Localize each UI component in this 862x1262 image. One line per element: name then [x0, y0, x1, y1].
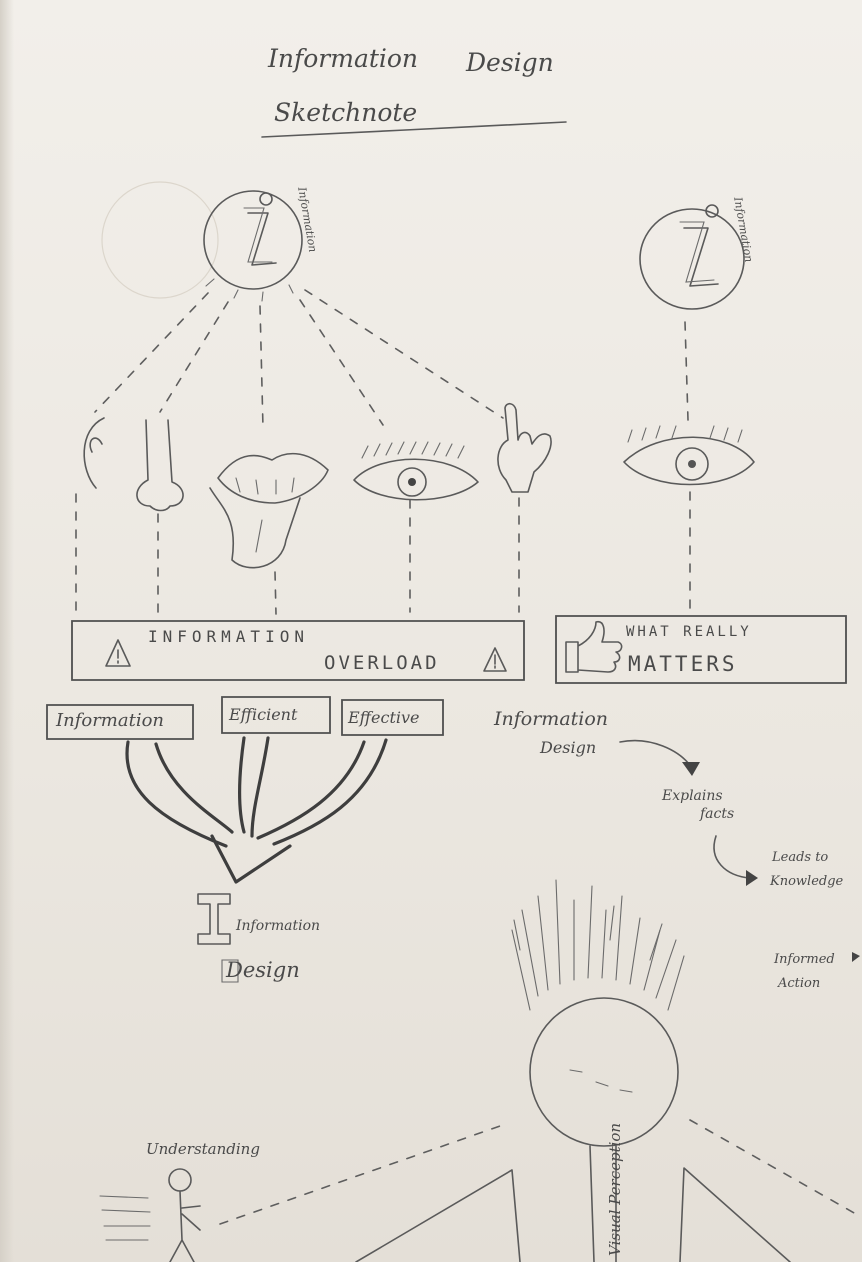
sense-connectors	[95, 290, 503, 428]
matters-word2: MATTERS	[628, 652, 738, 676]
erased-circle	[102, 182, 218, 298]
big-i-letter	[198, 894, 230, 944]
pillar-label-3: Effective	[348, 708, 420, 727]
bottom-perspective-lines	[220, 1120, 856, 1262]
flow-step3-b: Knowledge	[770, 874, 844, 889]
nose-icon	[137, 420, 183, 511]
right-eye-icon	[624, 426, 754, 485]
left-info-icon	[204, 191, 302, 289]
pointing-hand-icon	[498, 404, 551, 492]
result-line2: Design	[226, 958, 300, 982]
ear-icon	[84, 418, 104, 488]
pillar-label-1: Information	[56, 710, 165, 731]
visual-perception-label: Visual Perception	[606, 1122, 624, 1256]
matters-word1: WHAT REALLY	[626, 624, 752, 640]
mouth-tongue-icon	[210, 454, 328, 568]
flow-step1-b: Design	[540, 738, 597, 757]
info-rays	[206, 279, 293, 301]
flow-step2-a: Explains	[662, 788, 723, 804]
title-line2: Sketchnote	[274, 98, 418, 127]
paper-edge-shadow	[0, 0, 14, 1262]
title-line1-a: Information	[268, 44, 419, 73]
warning-icon	[106, 640, 130, 666]
pillar-box-1	[47, 705, 193, 739]
matters-box	[556, 616, 846, 683]
flow-arrowhead-2	[746, 870, 758, 886]
flow-arrow-2	[714, 836, 750, 878]
flow-arrow-1	[620, 741, 692, 768]
stick-figure	[100, 1169, 200, 1262]
converging-arrows	[127, 738, 386, 882]
left-eye-icon	[354, 442, 478, 500]
understanding-label: Understanding	[146, 1140, 260, 1158]
flow-arrowhead-3	[852, 952, 860, 962]
result-line1: Information	[236, 918, 321, 934]
burning-head	[512, 880, 684, 1262]
overload-box	[72, 621, 524, 680]
flow-arrowhead-1	[682, 762, 700, 776]
overload-word2: OVERLOAD	[324, 652, 440, 674]
title-underline	[262, 122, 566, 137]
warning-icon-2	[484, 648, 506, 671]
right-info-icon	[640, 205, 744, 309]
thumbs-up-icon	[566, 622, 622, 672]
overload-word1: INFORMATION	[148, 627, 309, 646]
flow-step1-a: Information	[494, 708, 609, 730]
right-connector-top	[685, 322, 688, 420]
flow-step4-b: Action	[778, 976, 821, 991]
pillar-box-3	[342, 700, 443, 735]
overload-connectors	[76, 494, 519, 614]
flow-step3-a: Leads to	[772, 850, 829, 865]
flow-step2-b: facts	[700, 806, 735, 822]
flow-step4-a: Informed	[774, 952, 835, 967]
title-line1-b: Design	[466, 48, 554, 77]
big-d-box	[222, 960, 238, 982]
pillar-box-2	[222, 697, 330, 733]
pillar-label-2: Efficient	[229, 705, 298, 724]
